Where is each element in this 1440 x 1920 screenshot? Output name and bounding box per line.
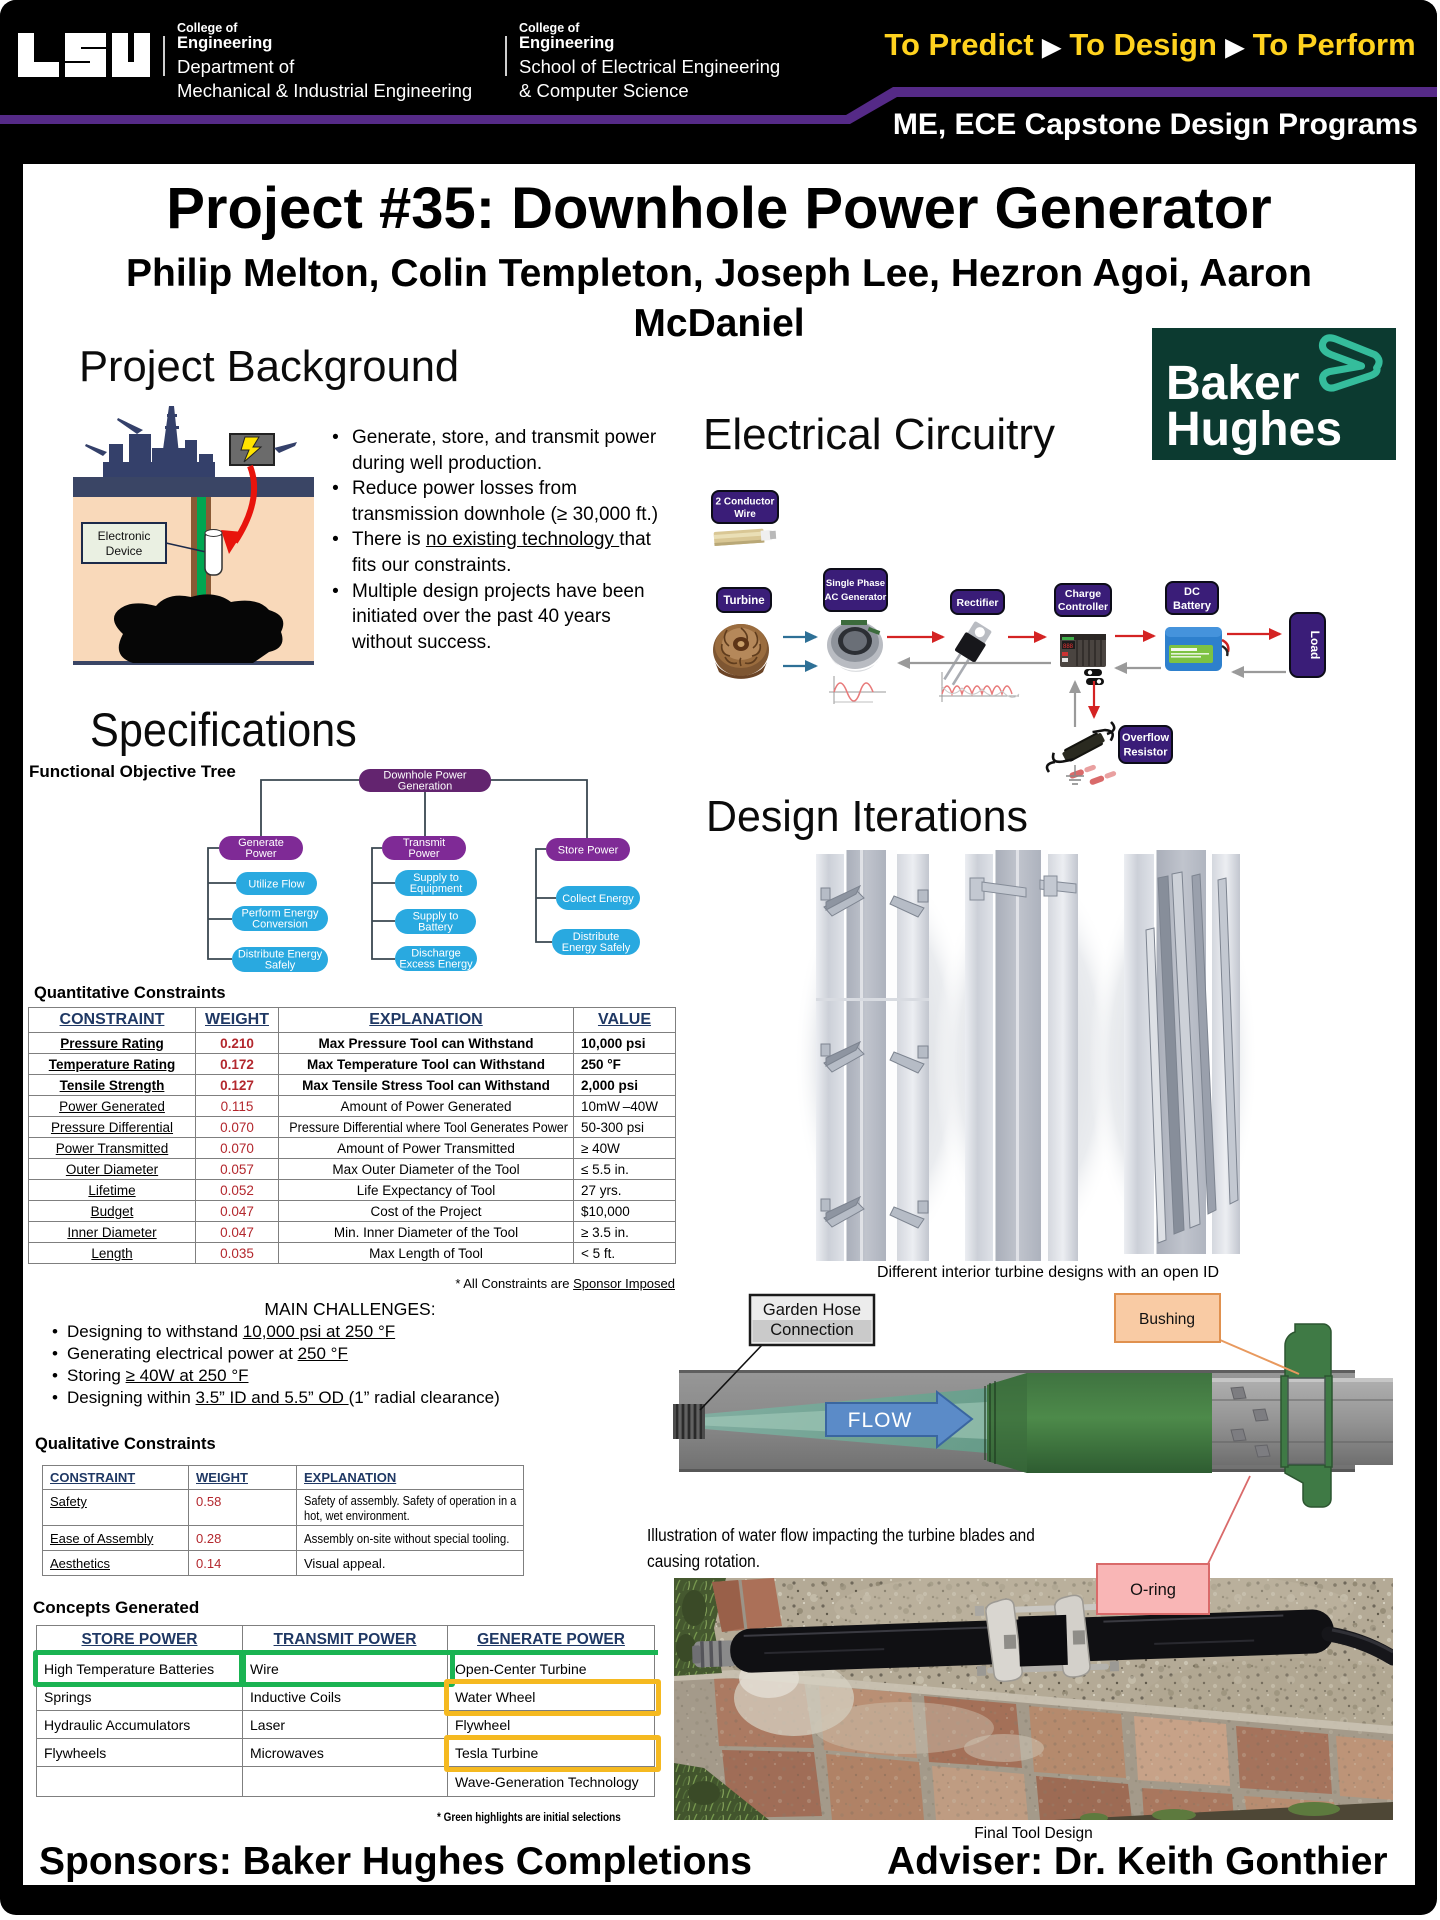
svg-text:Connection: Connection: [770, 1321, 853, 1339]
svg-text:Turbine: Turbine: [723, 595, 764, 607]
svg-text:Collect Energy: Collect Energy: [562, 893, 634, 905]
svg-text:Battery: Battery: [418, 922, 453, 934]
svg-text:Store Power: Store Power: [558, 845, 619, 857]
svg-text:Perform Energy: Perform Energy: [241, 908, 319, 920]
svg-text:Charge: Charge: [1065, 588, 1101, 600]
svg-text:Wire: Wire: [734, 509, 756, 520]
svg-text:2 Conductor: 2 Conductor: [716, 497, 775, 508]
svg-text:Supply to: Supply to: [413, 911, 459, 923]
svg-text:Generate: Generate: [238, 837, 284, 849]
svg-text:Controller: Controller: [1058, 601, 1108, 613]
svg-text:DC: DC: [1184, 586, 1200, 598]
svg-text:Utilize Flow: Utilize Flow: [248, 879, 304, 891]
svg-text:FLOW: FLOW: [848, 1409, 913, 1432]
svg-text:Generation: Generation: [398, 781, 452, 793]
svg-text:O-ring: O-ring: [1130, 1581, 1176, 1599]
svg-text:Distribute Energy: Distribute Energy: [238, 949, 323, 961]
svg-text:Equipment: Equipment: [410, 883, 463, 895]
svg-text:Battery: Battery: [1173, 600, 1212, 612]
svg-text:Distribute: Distribute: [573, 931, 619, 943]
svg-text:Overflow: Overflow: [1122, 732, 1170, 744]
svg-text:Resistor: Resistor: [1123, 747, 1168, 759]
svg-text:Excess Energy: Excess Energy: [399, 959, 473, 971]
svg-text:Downhole Power: Downhole Power: [383, 770, 466, 782]
svg-text:Energy Safely: Energy Safely: [562, 942, 631, 954]
svg-text:AC Generator: AC Generator: [825, 592, 887, 603]
svg-text:Supply to: Supply to: [413, 872, 459, 884]
svg-text:Bushing: Bushing: [1139, 1311, 1195, 1328]
svg-text:Garden Hose: Garden Hose: [763, 1301, 861, 1319]
svg-text:Single Phase: Single Phase: [826, 578, 885, 589]
svg-text:Device: Device: [106, 544, 143, 558]
svg-text:Transmit: Transmit: [403, 837, 445, 849]
svg-text:Power: Power: [408, 848, 440, 860]
svg-text:Conversion: Conversion: [252, 919, 308, 931]
svg-text:Electronic: Electronic: [98, 529, 151, 543]
svg-text:Safely: Safely: [265, 960, 296, 972]
svg-text:Load: Load: [1308, 631, 1322, 660]
svg-text:888: 888: [1063, 644, 1074, 650]
svg-text:Rectifier: Rectifier: [956, 597, 998, 609]
svg-text:Power: Power: [245, 848, 277, 860]
svg-text:Discharge: Discharge: [411, 948, 461, 960]
